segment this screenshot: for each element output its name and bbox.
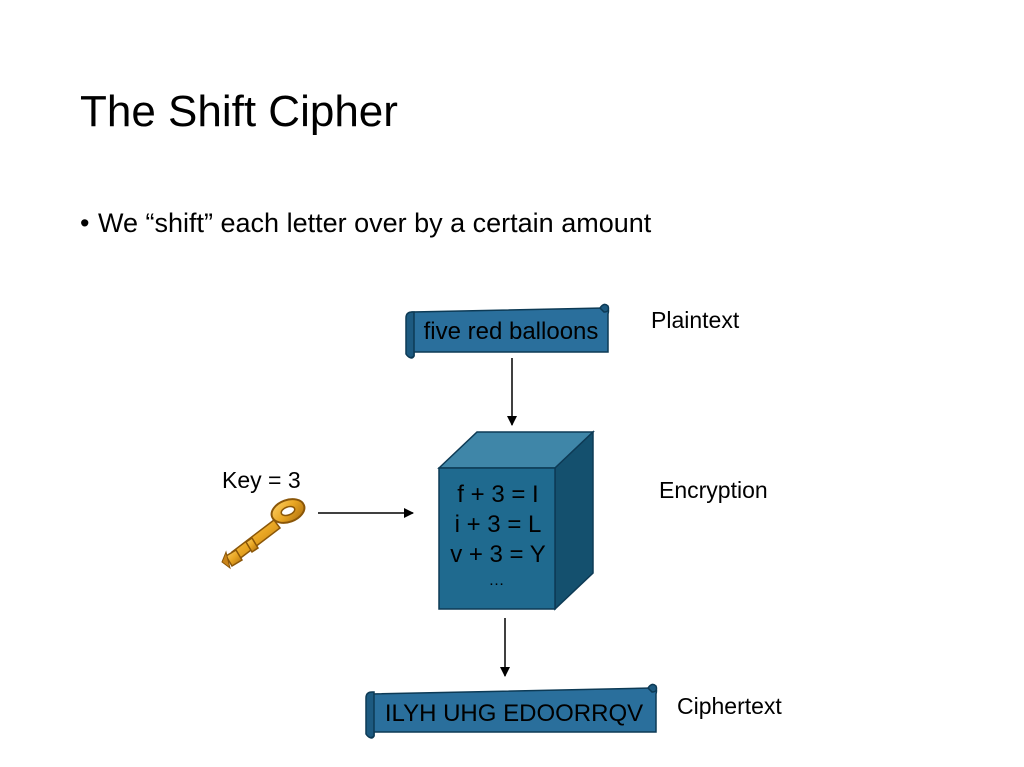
step-line: i + 3 = L: [454, 511, 542, 538]
key-label: Key = 3: [222, 467, 301, 493]
step-line: v + 3 = Y: [450, 541, 546, 568]
encryption-box: [437, 430, 595, 611]
plaintext-label: Plaintext: [651, 307, 740, 333]
bullet-dot: •: [80, 208, 90, 238]
bullet-item: • We “shift” each letter over by a certai…: [80, 206, 651, 240]
ciphertext-label: Ciphertext: [677, 693, 782, 719]
ciphertext-scroll: [365, 683, 658, 739]
plaintext-value: five red balloons: [423, 318, 599, 345]
encryption-label: Encryption: [659, 477, 768, 503]
step-line: f + 3 = I: [457, 481, 539, 508]
slide-title: The Shift Cipher: [80, 87, 398, 136]
key-icon: [221, 498, 306, 570]
step-ellipsis: …: [488, 572, 508, 589]
ciphertext-value: ILYH UHG EDOORRQV: [384, 700, 644, 727]
plaintext-scroll: [405, 303, 610, 359]
encryption-steps: f + 3 = I i + 3 = L v + 3 = Y …: [441, 480, 555, 592]
bullet-text: We “shift” each letter over by a certain…: [98, 208, 652, 238]
